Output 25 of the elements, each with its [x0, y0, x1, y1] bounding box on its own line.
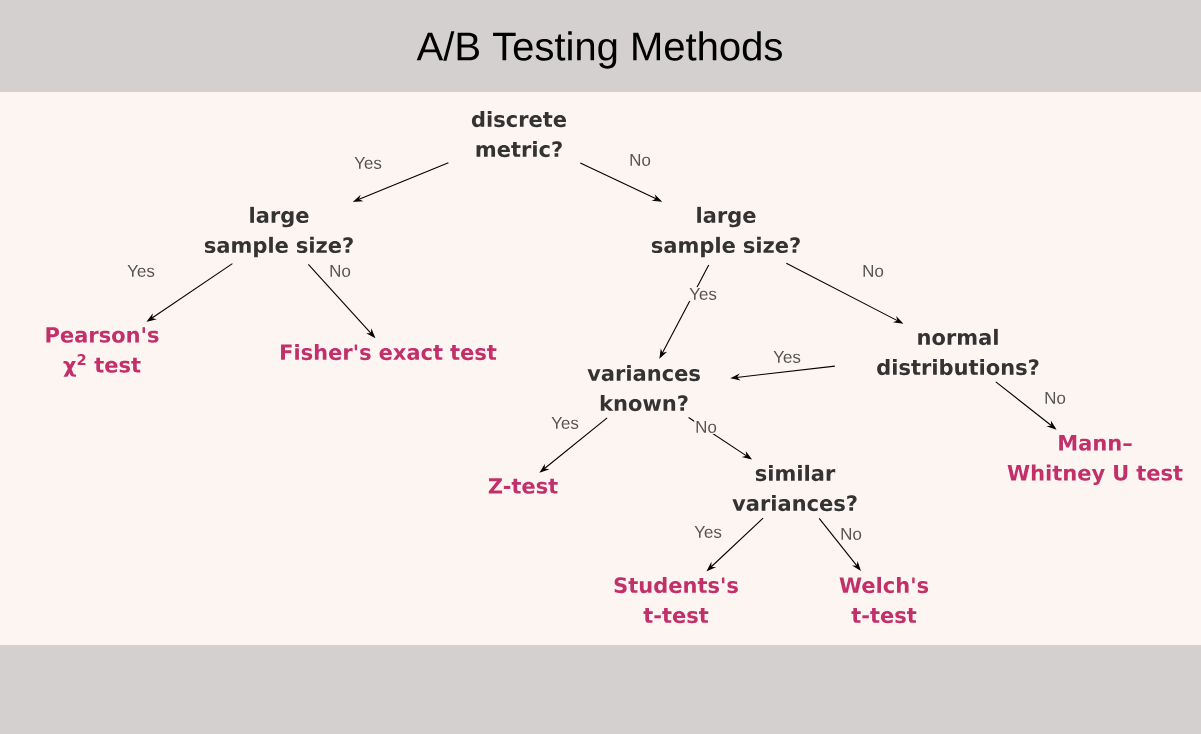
result-label: Pearson's χ$^{2}$ test	[46, 327, 159, 377]
edge-label: Yes	[126, 264, 156, 278]
question-label: variances known?	[587, 364, 700, 412]
result-label: Z-test	[488, 478, 558, 494]
edge-label: No	[861, 264, 885, 278]
question-label: similar variances?	[732, 464, 857, 512]
result-label: Students's t-test	[614, 576, 738, 624]
question-label: large sample size?	[651, 206, 800, 258]
question-label: discrete metric?	[471, 110, 566, 158]
edge-label: No	[628, 153, 652, 167]
question-label: large sample size?	[204, 206, 353, 258]
result-label: Mann–Whitney U test	[1007, 435, 1183, 485]
question-label: normal distributions?	[877, 328, 1039, 376]
edge-label: No	[328, 264, 352, 278]
edge-label: Yes	[688, 287, 718, 301]
edge-label: Yes	[550, 416, 580, 430]
edge-label: No	[839, 527, 863, 541]
edge-label: No	[694, 420, 718, 434]
result-label: Welch's t-test	[839, 576, 929, 624]
result-label: Fisher's exact test	[281, 343, 497, 361]
edge-label: No	[1043, 391, 1067, 405]
edge-label: Yes	[693, 525, 723, 539]
edge-label: Yes	[353, 156, 383, 170]
title: A/B Testing Methods	[416, 31, 782, 69]
edge-label: Yes	[772, 350, 802, 364]
